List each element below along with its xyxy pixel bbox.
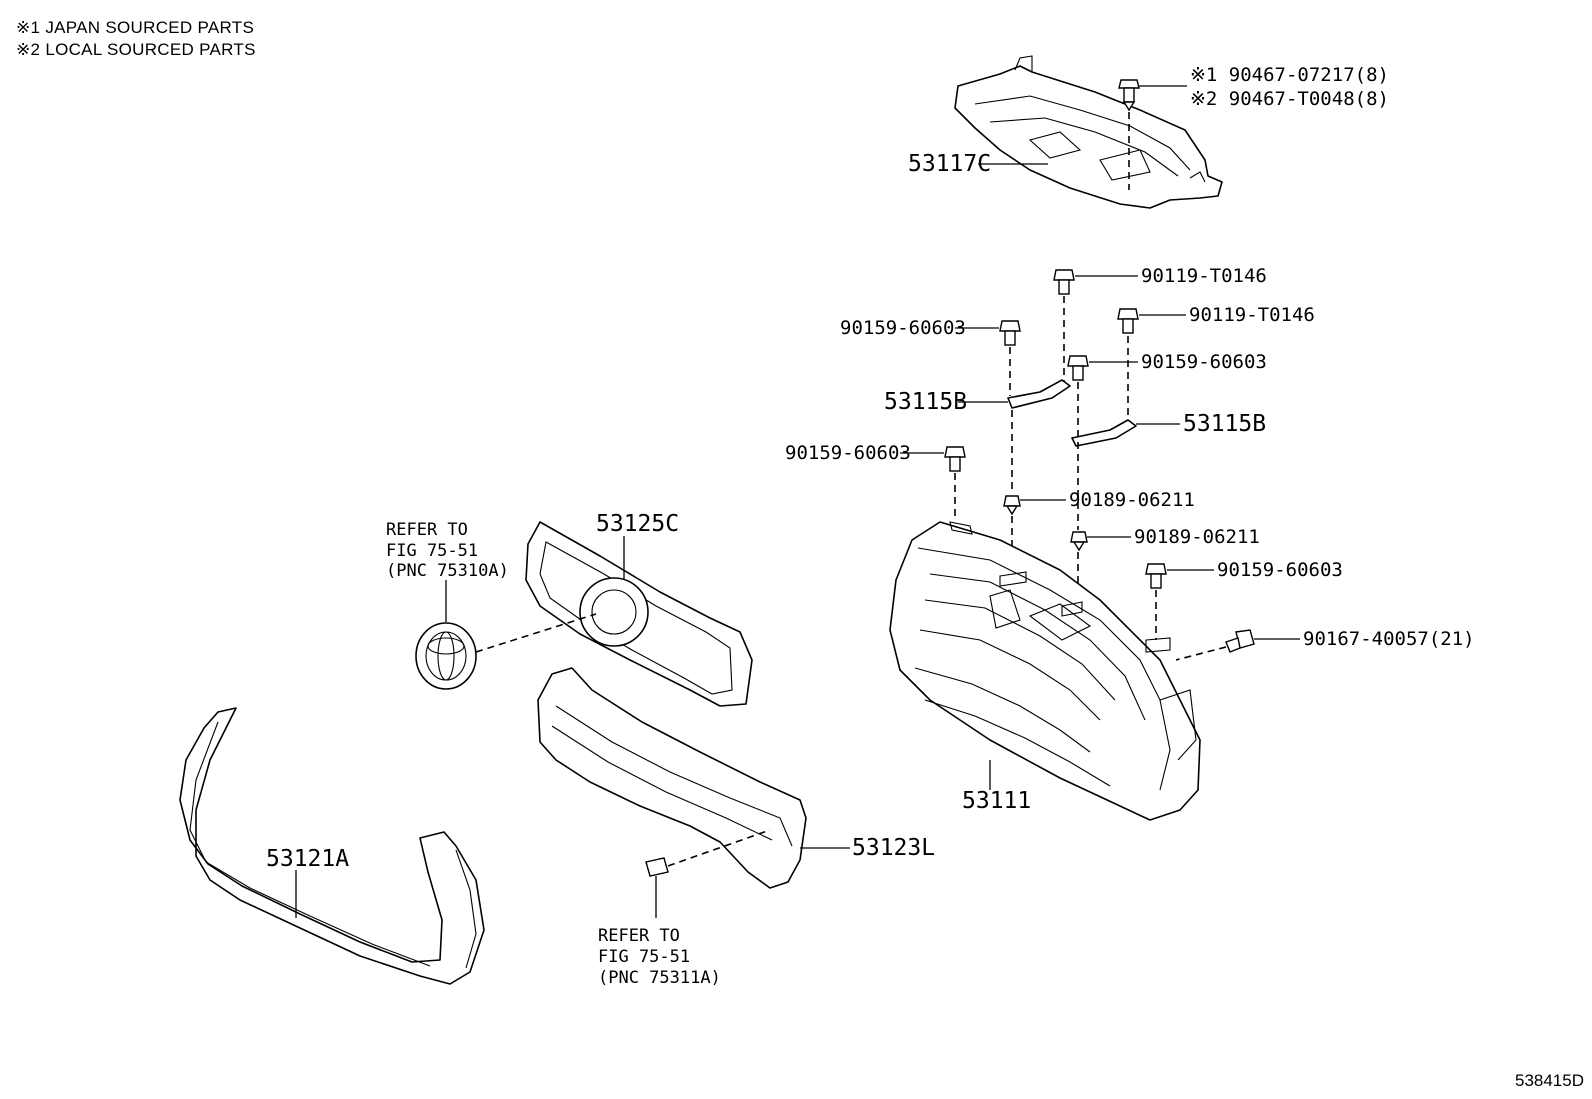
part-53121A-molding bbox=[179, 707, 485, 985]
illustration-number: 538415D bbox=[1514, 1071, 1584, 1090]
callout-90189-a: 90189-06211 bbox=[1069, 489, 1195, 511]
fastener-90467 bbox=[1118, 79, 1140, 112]
clip-90189-a bbox=[1003, 495, 1021, 516]
callout-90159-b: 90159-60603 bbox=[1141, 351, 1267, 373]
callout-90167: 90167-40057(21) bbox=[1303, 628, 1475, 650]
ref-75311A-line2: FIG 75-51 bbox=[598, 947, 690, 967]
part-53111-grille bbox=[889, 521, 1201, 821]
ref-75311A-line3: (PNC 75311A) bbox=[598, 968, 721, 988]
bracket-53115B-left bbox=[1007, 379, 1071, 409]
clip-90189-b bbox=[1070, 531, 1088, 552]
callout-90159-d: 90159-60603 bbox=[1217, 559, 1343, 581]
note-japan-sourced: ※1 JAPAN SOURCED PARTS bbox=[16, 18, 255, 37]
callout-53125C: 53125C bbox=[596, 511, 679, 537]
ref-75310A-line3: (PNC 75310A) bbox=[386, 561, 509, 581]
callout-90467-japan: ※1 90467-07217(8) bbox=[1190, 64, 1389, 86]
bolt-90159-d bbox=[1145, 563, 1167, 589]
note-local-sourced: ※2 LOCAL SOURCED PARTS bbox=[16, 40, 256, 59]
part-53117C-cover bbox=[954, 55, 1223, 209]
ref-75310A-line2: FIG 75-51 bbox=[386, 541, 478, 561]
callout-53117C: 53117C bbox=[908, 151, 991, 177]
callout-53121A: 53121A bbox=[266, 846, 349, 872]
part-53125C-frame bbox=[525, 521, 753, 707]
clip-90167 bbox=[1225, 629, 1255, 653]
callout-90467-local: ※2 90467-T0048(8) bbox=[1190, 88, 1389, 110]
part-53123L-garnish bbox=[537, 667, 807, 889]
callout-53123L: 53123L bbox=[852, 835, 935, 861]
callout-90119-lower: 90119-T0146 bbox=[1189, 304, 1315, 326]
bracket-53115B-right bbox=[1071, 419, 1137, 447]
badge-icon bbox=[645, 857, 669, 877]
callout-90159-c: 90159-60603 bbox=[785, 442, 911, 464]
bolt-90159-b bbox=[1067, 355, 1089, 381]
bolt-90119-upper bbox=[1053, 269, 1075, 295]
bolt-90159-a bbox=[999, 320, 1021, 346]
callout-90119-upper: 90119-T0146 bbox=[1141, 265, 1267, 287]
ref-75311A-line1: REFER TO bbox=[598, 926, 680, 946]
callout-90159-a: 90159-60603 bbox=[840, 317, 966, 339]
callout-90189-b: 90189-06211 bbox=[1134, 526, 1260, 548]
callout-53115B-left: 53115B bbox=[884, 389, 967, 415]
bolt-90159-c bbox=[944, 446, 966, 472]
bolt-90119-lower bbox=[1117, 308, 1139, 334]
callout-53115B-right: 53115B bbox=[1183, 411, 1266, 437]
ref-75310A-line1: REFER TO bbox=[386, 520, 468, 540]
emblem-icon bbox=[415, 622, 477, 690]
callout-53111: 53111 bbox=[962, 788, 1031, 814]
